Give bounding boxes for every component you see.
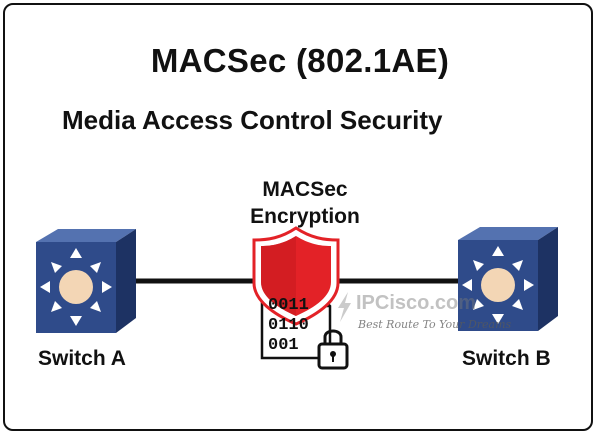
switch-b-icon — [458, 227, 558, 331]
padlock-icon — [317, 329, 349, 370]
security-shield-icon — [252, 226, 340, 326]
switch-b-label: Switch B — [462, 347, 551, 370]
watermark-tagline: Best Route To Your Dreams — [358, 318, 512, 331]
binary-line: 0110 — [268, 316, 309, 335]
diagram-frame — [3, 3, 593, 431]
binary-line: 0011 — [268, 296, 309, 315]
watermark-logo-icon — [338, 292, 351, 322]
encryption-label-line2: Encryption — [250, 205, 360, 228]
binary-digits: 0011 0110 001 — [268, 296, 309, 356]
encryption-label: MACSec Encryption — [230, 176, 380, 230]
diagram-title: MACSec (802.1AE) — [150, 42, 450, 79]
switch-a-label: Switch A — [38, 347, 126, 370]
diagram-subtitle: Media Access Control Security — [62, 105, 443, 135]
switch-a-icon — [36, 229, 136, 333]
encryption-label-line1: MACSec — [262, 178, 348, 201]
watermark-brand: IPCisco.com — [356, 292, 477, 314]
binary-line: 001 — [268, 336, 299, 355]
